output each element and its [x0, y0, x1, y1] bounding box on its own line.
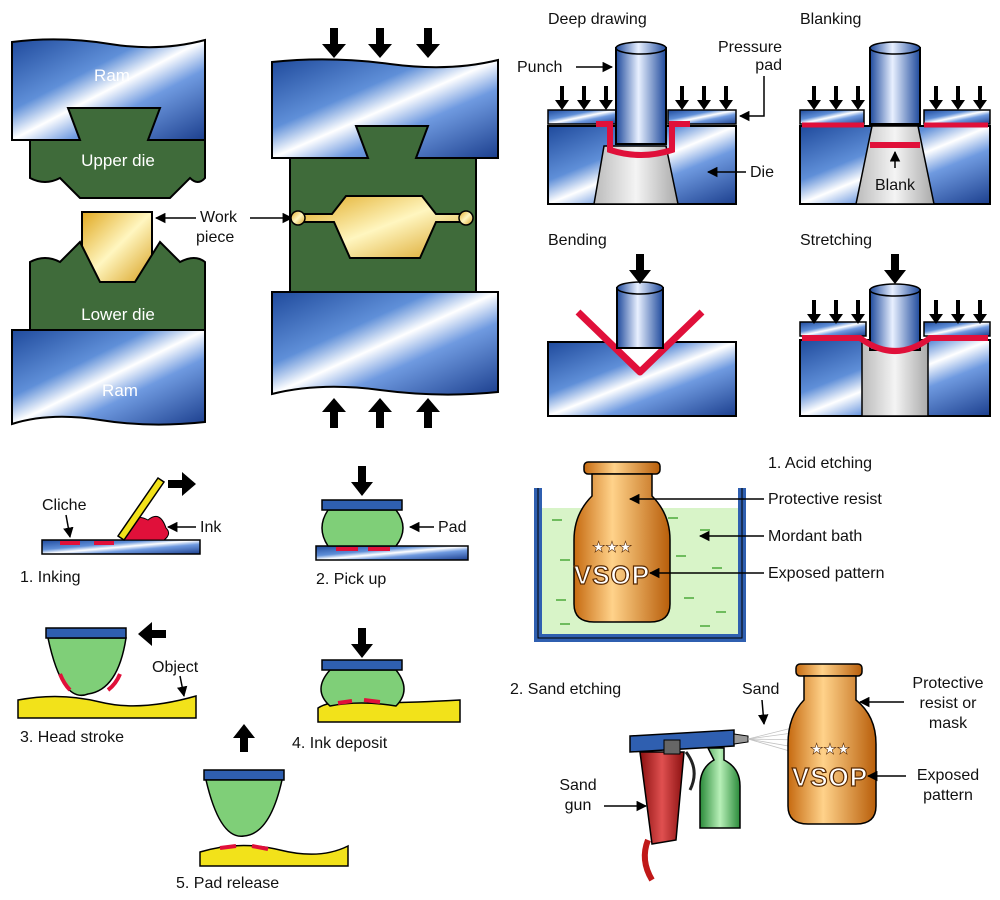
step2-label: 2. Pick up [316, 571, 386, 588]
punch-label: Punch [517, 59, 562, 76]
protective-resist-mask-line1: Protective [912, 675, 983, 692]
exposed-pattern-label: Exposed pattern [768, 565, 885, 582]
bending-diagram [547, 254, 737, 417]
mordant-bath-label: Mordant bath [768, 528, 862, 545]
forging-closed-die [271, 28, 499, 428]
blanking-diagram [799, 41, 991, 205]
lower-ram [11, 329, 206, 426]
blank-label: Blank [875, 177, 916, 194]
protective-resist-mask-line2: resist or [920, 695, 978, 712]
acid-bottle-stars: ★★★ [592, 539, 632, 556]
upper-die-label: Upper die [81, 151, 155, 170]
step3-label: 3. Head stroke [20, 729, 124, 746]
bending-title: Bending [548, 232, 607, 249]
workpiece-label-line1: Work [200, 209, 238, 226]
ram-top-label: Ram [94, 66, 130, 85]
cliche-label: Cliche [42, 497, 87, 514]
acid-etching-bottle [573, 461, 671, 623]
sand-gun-label-line1: Sand [559, 777, 596, 794]
acid-bottle-text: VSOP [574, 560, 650, 590]
sand-gun-label-line2: gun [565, 797, 592, 814]
forging-open-die [11, 38, 206, 426]
pad-step3-head-stroke [17, 622, 197, 719]
blanking-title: Blanking [800, 11, 861, 28]
pad-step4-ink-deposit [317, 628, 461, 723]
stretching-title: Stretching [800, 232, 872, 249]
sand-etching-bottle [787, 663, 877, 825]
stretching-diagram [799, 254, 991, 417]
arrow-down-2 [368, 28, 392, 58]
lower-die-label: Lower die [81, 305, 155, 324]
deep-drawing-title: Deep drawing [548, 11, 647, 28]
pad-step1-inking [41, 472, 201, 555]
ink-label: Ink [200, 519, 222, 536]
step1-label: 1. Inking [20, 569, 80, 586]
step5-label: 5. Pad release [176, 875, 279, 892]
sand-bottle-stars: ★★★ [810, 741, 850, 758]
protective-resist-label: Protective resist [768, 491, 882, 508]
arrow-down-1 [322, 28, 346, 58]
arrow-up-3 [416, 398, 440, 428]
sand-label: Sand [742, 681, 779, 698]
sand-gun [629, 725, 801, 882]
workpiece-label-line2: piece [196, 229, 234, 246]
pressure-pad-label-line1: Pressure [718, 39, 782, 56]
acid-etching-title: 1. Acid etching [768, 455, 872, 472]
pad-label: Pad [438, 519, 466, 536]
protective-resist-mask-line3: mask [929, 715, 968, 732]
pad-step2-pickup [315, 466, 469, 561]
object-label: Object [152, 659, 199, 676]
arrow-up-2 [368, 398, 392, 428]
arrow-down-3 [416, 28, 440, 58]
sand-etching-title: 2. Sand etching [510, 681, 621, 698]
sand-bottle-text: VSOP [792, 762, 868, 792]
step4-label: 4. Ink deposit [292, 735, 388, 752]
deep-drawing-diagram [547, 41, 737, 205]
die-label: Die [750, 164, 774, 181]
pad-step5-pad-release [199, 724, 349, 867]
sand-exposed-pattern-line1: Exposed [917, 767, 979, 784]
sand-exposed-pattern-line2: pattern [923, 787, 973, 804]
pressure-pad-label-line2: pad [755, 57, 782, 74]
arrow-up-1 [322, 398, 346, 428]
ram-bottom-label: Ram [102, 381, 138, 400]
upper-die [29, 107, 206, 199]
